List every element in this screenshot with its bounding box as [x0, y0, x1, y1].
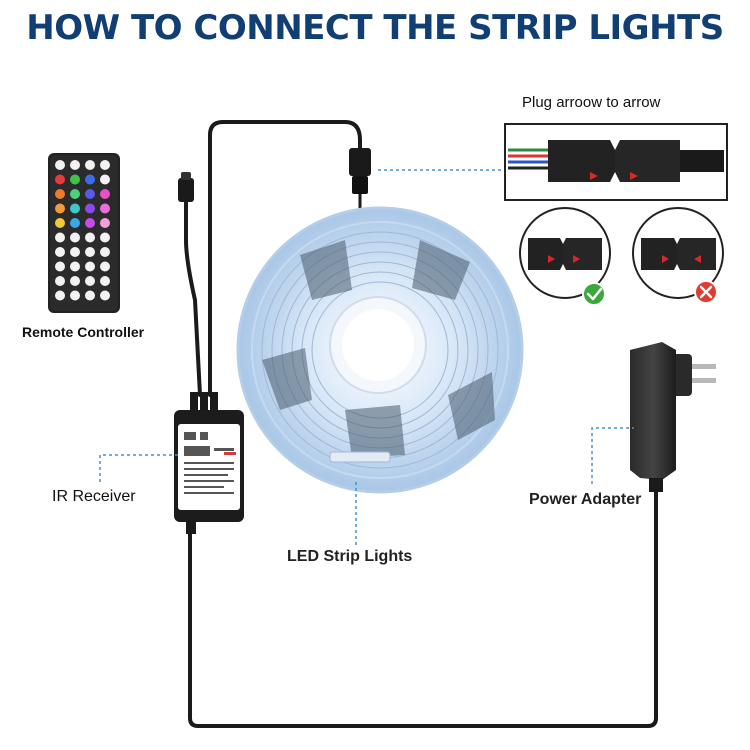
page-title: HOW TO CONNECT THE STRIP LIGHTS: [26, 8, 724, 48]
remote-button: [55, 247, 65, 257]
remote-button: [55, 218, 65, 228]
remote-button: [55, 290, 65, 301]
remote-button: [70, 232, 80, 243]
ir-receiver-label: IR Receiver: [52, 488, 136, 505]
remote-button: [85, 247, 95, 257]
remote-button: [85, 174, 95, 185]
cables: [184, 120, 658, 728]
remote-button: [85, 218, 95, 228]
power-adapter: [630, 342, 716, 492]
remote-button: [70, 218, 80, 228]
cable-receiver-to-strip: [208, 120, 362, 397]
remote-button: [100, 203, 110, 214]
remote-button: [55, 160, 65, 170]
power-adapter-label: Power Adapter: [529, 491, 642, 508]
remote-button: [70, 160, 80, 170]
check-icon: [582, 282, 606, 306]
cable-receiver-to-power: [188, 484, 658, 728]
remote-button: [100, 160, 110, 170]
plug-wires: [508, 148, 548, 170]
remote-button: [100, 232, 110, 243]
ir-receiver-box: [174, 392, 244, 534]
remote-button: [55, 261, 65, 272]
remote-controller: [48, 153, 120, 313]
remote-button: [70, 261, 80, 272]
remote-button: [70, 247, 80, 257]
remote-button: [100, 247, 110, 257]
remote-button: [85, 261, 95, 272]
remote-button: [70, 276, 80, 286]
led-strip-reel: [236, 206, 524, 494]
remote-button: [100, 290, 110, 301]
remote-button: [55, 189, 65, 199]
strip-connector: [349, 148, 371, 215]
remote-button: [100, 174, 110, 185]
remote-button: [55, 232, 65, 243]
reel-windows: [262, 240, 495, 458]
led-strip-label: LED Strip Lights: [287, 548, 413, 565]
remote-button: [85, 160, 95, 170]
remote-button: [100, 261, 110, 272]
callout-lines: [99, 169, 634, 545]
remote-button: [100, 189, 110, 199]
remote-button: [70, 290, 80, 301]
remote-button: [85, 232, 95, 243]
remote-button: [100, 276, 110, 286]
remote-button-grid: [55, 160, 110, 301]
remote-button: [70, 174, 80, 185]
plug-detail-box: [504, 123, 728, 201]
remote-button: [85, 276, 95, 286]
remote-button: [85, 203, 95, 214]
callout-ir: [99, 454, 178, 482]
plug-instruction-label: Plug arroow to arrow: [522, 94, 661, 111]
remote-label: Remote Controller: [22, 324, 145, 340]
remote-button: [55, 174, 65, 185]
callout-power: [591, 427, 634, 484]
remote-button: [55, 203, 65, 214]
remote-button: [85, 290, 95, 301]
cross-icon: [694, 280, 718, 304]
correct-plug-example: [519, 207, 611, 299]
cable-ir-eye: [184, 198, 202, 397]
remote-button: [100, 218, 110, 228]
wrong-plug-example: [632, 207, 724, 299]
remote-button: [85, 189, 95, 199]
remote-button: [55, 276, 65, 286]
remote-button: [70, 189, 80, 199]
remote-button: [70, 203, 80, 214]
ir-sensor-tip: [178, 172, 194, 202]
